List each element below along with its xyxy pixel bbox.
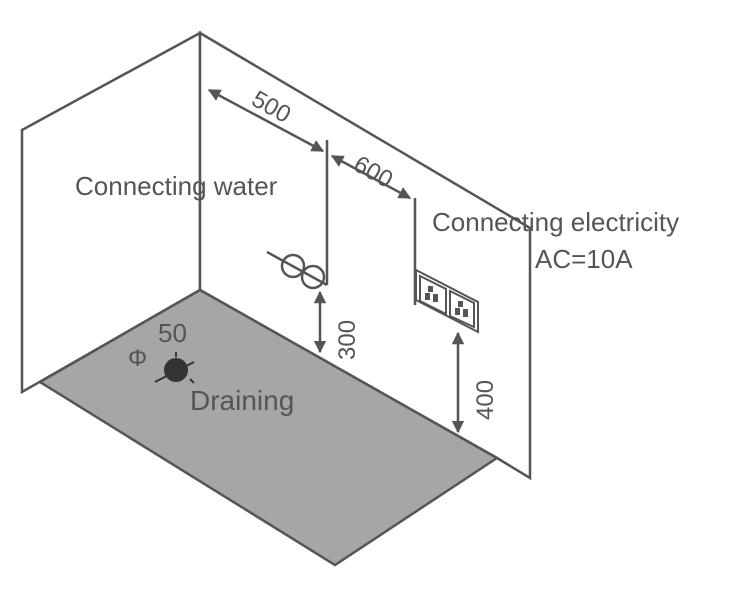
dimension-arrow-500	[207, 88, 325, 153]
floor	[37, 288, 500, 567]
electricity-connection-label: Connecting electricity	[432, 207, 679, 237]
dimension-label-300: 300	[334, 320, 361, 360]
water-valve-icon	[266, 250, 328, 290]
power-socket-icon	[415, 268, 479, 334]
dimension-label-400: 400	[472, 380, 499, 420]
water-connection-label: Connecting water	[75, 171, 278, 201]
diameter-symbol: Φ	[128, 345, 147, 372]
electricity-rating-label: AC=10A	[535, 244, 633, 274]
drain-icon	[154, 352, 195, 384]
dimension-arrow-600	[330, 154, 412, 200]
drain-label: Draining	[190, 385, 294, 416]
drain-diameter-label: 50	[158, 318, 187, 348]
